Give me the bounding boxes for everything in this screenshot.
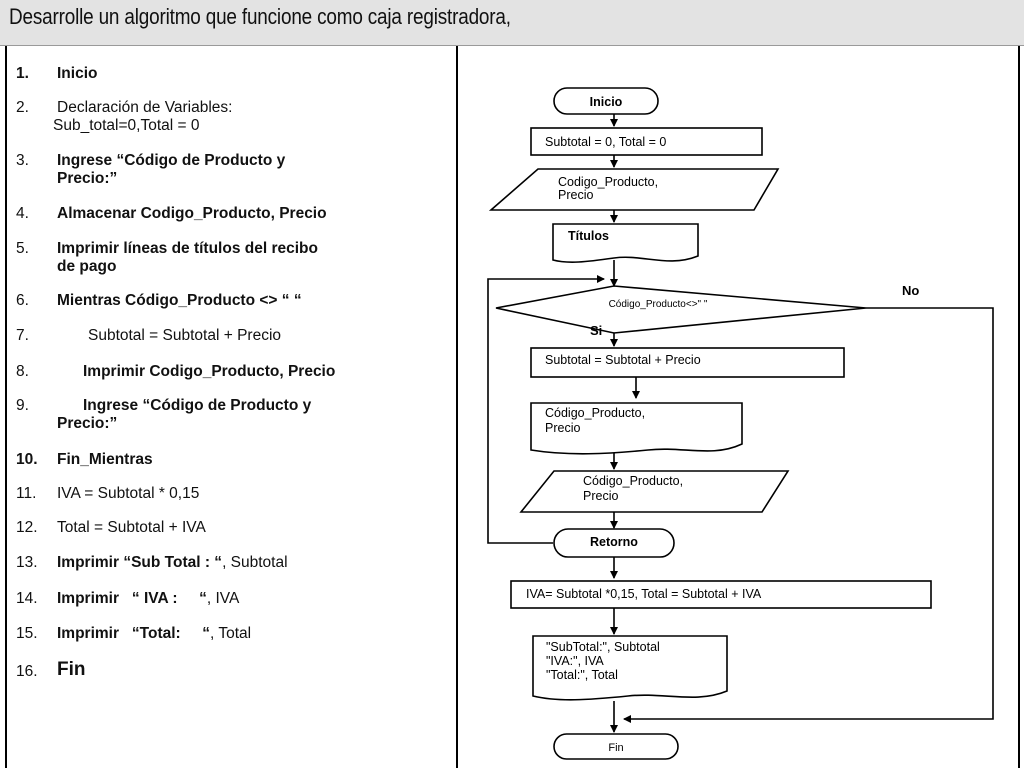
init-label: Subtotal = 0, Total = 0 xyxy=(545,135,666,149)
algorithm-steps: 1. Inicio 2. Declaración de Variables: S… xyxy=(0,0,456,768)
step-text: Fin_Mientras xyxy=(57,451,153,468)
step-text: Ingrese “Código de Producto y xyxy=(83,397,312,414)
step-number: 13. xyxy=(16,554,38,571)
step-number: 14. xyxy=(16,590,38,607)
calc-process-box xyxy=(510,580,932,609)
start-terminal xyxy=(553,87,659,115)
input2-line1: Código_Producto, xyxy=(583,474,683,488)
step-text-cont: Precio:” xyxy=(57,415,118,432)
step-text-cont: Precio:” xyxy=(57,170,118,187)
step-text: Imprimir “Total: “, Total xyxy=(57,625,251,643)
return-label: Retorno xyxy=(590,535,638,549)
step-number: 12. xyxy=(16,519,38,536)
output2-line1: "SubTotal:", Subtotal xyxy=(546,640,660,654)
step-number: 3. xyxy=(16,152,29,169)
condition-label: Código_Producto<>" " xyxy=(609,299,708,310)
end-label: Fin xyxy=(608,742,623,754)
step-text-bold: Imprimir “ IVA : “ xyxy=(57,590,207,607)
step-number: 8. xyxy=(16,363,29,380)
step-text: Total = Subtotal + IVA xyxy=(57,519,206,536)
calc-label: IVA= Subtotal *0,15, Total = Subtotal + … xyxy=(526,587,762,601)
output1-line2: Precio xyxy=(545,421,580,435)
input1-line1: Codigo_Producto, xyxy=(558,175,658,189)
assign-process-box xyxy=(530,347,845,378)
step-number: 4. xyxy=(16,205,29,222)
input-parallelogram-1 xyxy=(488,168,780,211)
frame-left-border xyxy=(5,46,7,768)
step-number: 7. xyxy=(16,327,29,344)
frame-right-border xyxy=(1018,46,1020,768)
step-text: Ingrese “Código de Producto y xyxy=(57,152,286,169)
output2-line2: "IVA:", IVA xyxy=(546,654,604,668)
step-text-cont: de pago xyxy=(57,258,117,275)
no-label: No xyxy=(902,283,919,298)
step-number: 5. xyxy=(16,240,29,257)
step-text: IVA = Subtotal * 0,15 xyxy=(57,485,200,502)
title-bar: Desarrolle un algoritmo que funcione com… xyxy=(0,0,1024,46)
yes-label: Si xyxy=(590,323,602,338)
step-text: Imprimir líneas de títulos del recibo xyxy=(57,240,318,257)
flowchart: Inicio Subtotal = 0, Total = 0 Codigo_Pr… xyxy=(487,87,994,760)
step-number: 9. xyxy=(16,397,29,414)
step-text: Declaración de Variables: xyxy=(57,99,233,116)
step-number: 10. xyxy=(16,451,38,468)
step-text: Imprimir “Sub Total : “, Subtotal xyxy=(57,554,288,572)
step-number: 11. xyxy=(16,485,37,502)
step-number: 6. xyxy=(16,292,29,309)
input2-line2: Precio xyxy=(583,489,618,503)
loop-back-line xyxy=(487,275,605,544)
column-divider xyxy=(456,46,458,768)
step-text: Imprimir Codigo_Producto, Precio xyxy=(83,363,336,380)
step-text-rest: , Subtotal xyxy=(222,554,288,571)
start-label: Inicio xyxy=(590,95,623,109)
condition-decision xyxy=(495,285,867,334)
output-document-1 xyxy=(530,402,743,455)
step-text: Fin xyxy=(57,659,86,680)
output1-line1: Código_Producto, xyxy=(545,406,645,420)
step-number: 2. xyxy=(16,99,29,116)
step-text-rest: , Total xyxy=(210,625,252,642)
input-parallelogram-2 xyxy=(519,470,790,513)
step-number: 15. xyxy=(16,625,38,642)
no-branch-line xyxy=(623,307,994,723)
init-process-box xyxy=(530,127,763,156)
step-text-bold: Imprimir “Total: “ xyxy=(57,625,211,642)
step-text-cont: Sub_total=0,Total = 0 xyxy=(53,117,200,134)
end-terminal xyxy=(553,733,679,760)
step-number: 16. xyxy=(16,663,38,680)
step-text: Subtotal = Subtotal + Precio xyxy=(88,327,282,344)
step-number: 1. xyxy=(16,65,29,82)
page-title: Desarrolle un algoritmo que funcione com… xyxy=(9,4,511,29)
output2-line3: "Total:", Total xyxy=(546,668,618,682)
titles-document-shape xyxy=(552,223,699,263)
output-document-2 xyxy=(532,635,728,701)
titles-label: Títulos xyxy=(568,229,609,243)
return-terminal xyxy=(553,528,675,558)
step-text-rest: , IVA xyxy=(206,590,240,607)
assign-label: Subtotal = Subtotal + Precio xyxy=(545,353,701,367)
step-text: Almacenar Codigo_Producto, Precio xyxy=(57,205,327,222)
step-text-bold: Imprimir “Sub Total : “ xyxy=(57,554,223,571)
input1-line2: Precio xyxy=(558,188,593,202)
step-text: Imprimir “ IVA : “, IVA xyxy=(57,590,239,608)
step-text: Inicio xyxy=(57,65,98,82)
step-text: Mientras Código_Producto <> “ “ xyxy=(57,292,302,309)
